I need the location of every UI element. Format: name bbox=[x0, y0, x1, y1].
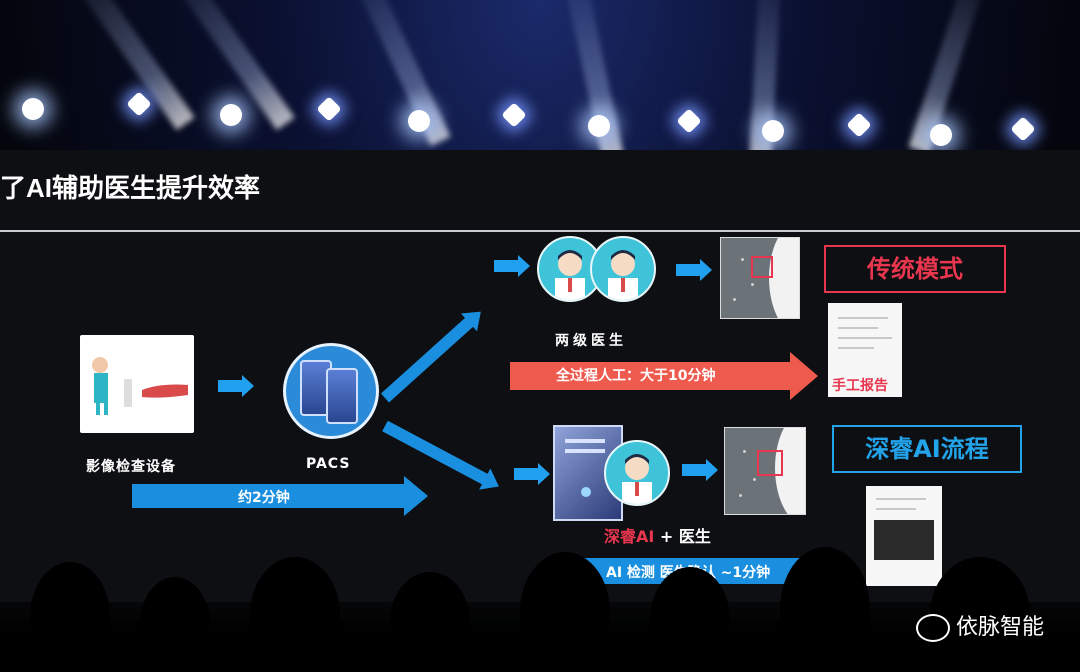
audience-head bbox=[930, 557, 1030, 672]
stage-light bbox=[408, 110, 430, 132]
ai-doctor-label: 深睿AI + 医生 bbox=[604, 523, 711, 547]
time-short-label: 约2分钟 bbox=[238, 490, 290, 506]
stage-light bbox=[1010, 116, 1036, 142]
title-divider bbox=[0, 230, 1080, 232]
slide-title: 了AI辅助医生提升效率 bbox=[0, 173, 261, 203]
stage-light bbox=[316, 96, 342, 122]
wechat-icon bbox=[915, 614, 950, 642]
arrow-right-icon bbox=[514, 463, 550, 485]
ct-scan-image bbox=[720, 237, 800, 319]
two-level-doctors-label: 两级医生 bbox=[555, 333, 627, 349]
watermark-text: 依脉智能 bbox=[955, 615, 1044, 640]
imaging-device-image bbox=[80, 335, 194, 433]
arrow-right-icon bbox=[494, 255, 530, 277]
manual-time-arrow: 全过程人工：大于10分钟 bbox=[510, 352, 818, 400]
stage-light bbox=[588, 115, 610, 137]
ai-brand-label: 深睿AI bbox=[604, 527, 655, 546]
audience-head bbox=[140, 577, 210, 672]
watermark: 依脉智能 bbox=[915, 609, 1044, 642]
ai-mode-box: 深睿AI流程 bbox=[832, 425, 1022, 473]
audience-head bbox=[650, 567, 730, 672]
imaging-device-label: 影像检查设备 bbox=[86, 459, 176, 475]
traditional-mode-box: 传统模式 bbox=[824, 245, 1006, 293]
stage-light bbox=[762, 120, 784, 142]
audience-head bbox=[250, 557, 340, 672]
light-beam bbox=[346, 0, 451, 146]
time-arrow-short: 约2分钟 bbox=[132, 476, 428, 516]
pacs-server-icon bbox=[283, 343, 379, 439]
stage-light bbox=[676, 108, 702, 134]
arrow-right-icon bbox=[218, 375, 254, 397]
stage-light bbox=[930, 124, 952, 146]
manual-report-label: 手工报告 bbox=[832, 378, 888, 394]
ct-scan-image bbox=[724, 427, 806, 515]
audience-head bbox=[390, 572, 470, 672]
plus-doctor-label: + 医生 bbox=[654, 527, 711, 546]
manual-time-label: 全过程人工：大于10分钟 bbox=[556, 368, 716, 384]
doctor-avatar-icon bbox=[590, 236, 656, 302]
audience-head bbox=[30, 562, 110, 672]
stage-light bbox=[220, 104, 242, 126]
arrow-right-icon bbox=[676, 259, 712, 281]
pacs-label: PACS bbox=[306, 456, 351, 472]
stage-light bbox=[126, 91, 152, 117]
stage-light bbox=[501, 102, 527, 128]
stage-light bbox=[22, 98, 44, 120]
stage-light bbox=[846, 112, 872, 138]
ai-report-image bbox=[866, 486, 942, 586]
manual-report-image: 手工报告 bbox=[828, 303, 902, 397]
audience-head bbox=[780, 547, 870, 672]
doctor-avatar-icon bbox=[604, 440, 670, 506]
light-beam bbox=[61, 0, 195, 131]
audience-head bbox=[520, 552, 610, 672]
arrow-right-icon bbox=[682, 459, 718, 481]
imaging-device-icon bbox=[92, 357, 188, 415]
